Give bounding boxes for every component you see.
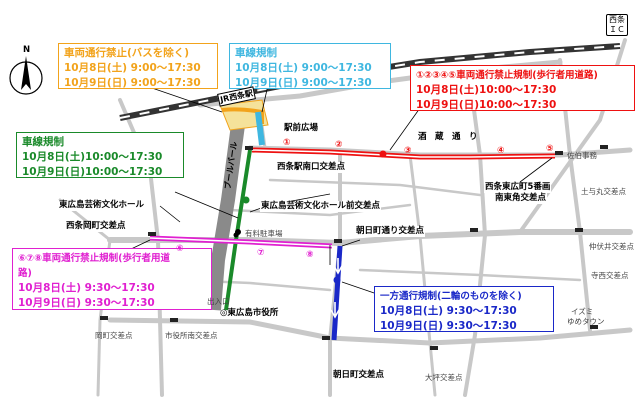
- railway-line-dash: [119, 45, 621, 119]
- segment-1: ①: [283, 138, 291, 148]
- road-misc-3: [358, 268, 582, 282]
- red-dot: [379, 150, 387, 158]
- segment-5: ⑤: [546, 144, 554, 154]
- blue-line2: 10月9日(日) 9:30～17:30: [380, 320, 517, 332]
- ekimae-label: 駅前広場: [283, 123, 320, 134]
- magenta-line2: 10月9日(日) 9:30～17:30: [18, 297, 155, 309]
- segment-8: ⑧: [306, 250, 314, 260]
- asahi-kita-label: 朝日町通り交差点: [355, 226, 426, 237]
- info-box-cyan: 車線規制 10月8日(土) 9:00～17:30 10月9日(日) 9:00～1…: [229, 43, 391, 89]
- green-title: 車線規制: [22, 136, 64, 148]
- bunka-hall-mae-label: 東広島芸術文化ホール前交差点: [260, 201, 382, 212]
- segment-7: ⑦: [257, 248, 265, 258]
- minamiguchi-label: 西条駅南口交差点: [276, 162, 347, 173]
- info-box-red: ①②③④⑤車両通行禁止規制(歩行者用道路) 10月8日(土)10:00～17:3…: [410, 65, 635, 111]
- blue-arrow-1: [333, 258, 343, 275]
- saijo-higashi-label-2: 南東角交差点: [494, 193, 548, 204]
- magenta-route-inner: [149, 237, 333, 247]
- red-title: ①②③④⑤車両通行禁止規制(歩行者用道路): [416, 70, 598, 81]
- info-box-orange: 車両通行禁止(バスを除く) 10月8日(土) 9:00～17:30 10月9日(…: [58, 43, 218, 89]
- asahi-label: 朝日町交差点: [332, 370, 386, 381]
- okamachi-south-label: 岡町交差点: [95, 331, 133, 340]
- green-line2: 10月9日(日)10:00～17:30: [22, 166, 163, 178]
- magenta-line1: 10月8日(土) 9:30～17:30: [18, 282, 155, 294]
- boulevard-road: [207, 109, 247, 311]
- dojima-label: 土与丸交差点: [581, 187, 626, 196]
- izumi-label-1: イズミ: [571, 307, 594, 316]
- orange-title: 車両通行禁止(バスを除く): [64, 47, 190, 59]
- green-dot: [242, 196, 250, 204]
- ohira-label: 大坪交差点: [425, 373, 463, 382]
- red-line1: 10月8日(土)10:00～17:30: [416, 84, 557, 96]
- road-east-1: [463, 78, 488, 397]
- blue-route: [331, 245, 343, 341]
- road-mid-2: [408, 153, 437, 397]
- green-line1: 10月8日(土)10:00～17:30: [22, 151, 163, 163]
- sakagura-label: 酒 蔵 通 り: [418, 132, 478, 142]
- orange-line2: 10月9日(日) 9:00～17:30: [64, 77, 201, 89]
- info-box-blue: 一方通行規制(二輪のものを除く) 10月8日(土) 9:30～17:30 10月…: [374, 286, 554, 332]
- cyan-route: [255, 111, 265, 146]
- compass-icon: [9, 56, 43, 95]
- cyan-line2: 10月9日(日) 9:00～17:30: [235, 77, 372, 89]
- kamo-kita-label: 寺西交差点: [591, 271, 629, 280]
- orange-line1: 10月8日(土) 9:00～17:30: [64, 62, 201, 74]
- compass-label: N: [23, 45, 31, 55]
- orange-route: [221, 107, 264, 124]
- city-hall-label: ◎東広島市役所: [220, 308, 279, 318]
- yuryo-label: 有料駐車場: [245, 229, 283, 238]
- okamachi-label: 西条岡町交差点: [65, 221, 127, 232]
- red-line2: 10月9日(日)10:00～17:30: [416, 99, 557, 111]
- signal-markers: [100, 145, 608, 350]
- segment-6: ⑥: [176, 244, 184, 254]
- entrance-label: 出入口: [207, 297, 230, 306]
- magenta-title: ⑥⑦⑧車両通行禁止規制(歩行者用道: [18, 253, 170, 264]
- saijo-ic-label: 西条 ＩＣ: [606, 14, 628, 36]
- bunka-hall-label: 東広島芸術文化ホール: [58, 200, 146, 211]
- red-route-inner: [251, 149, 556, 158]
- segment-3: ③: [404, 146, 412, 156]
- road-misc-1: [268, 178, 482, 197]
- saijo-ic-line1: 西条: [609, 15, 625, 24]
- info-box-green: 車線規制 10月8日(土)10:00～17:30 10月9日(日)10:00～1…: [16, 132, 184, 178]
- shiyakusho-south-label: 市役所南交差点: [165, 331, 218, 340]
- segment-2: ②: [335, 140, 343, 150]
- yuryo-dot: [233, 232, 239, 238]
- blue-arrow-2: [330, 302, 340, 319]
- segment-4: ④: [497, 146, 505, 156]
- cyan-line1: 10月8日(土) 9:00～17:30: [235, 62, 372, 74]
- blue-dot: [333, 276, 341, 284]
- magenta-title2: 路): [18, 268, 32, 279]
- izumi-label-2: ゆめタウン: [567, 317, 605, 326]
- road-south-ew: [107, 317, 633, 346]
- blue-title: 一方通行規制(二輪のものを除く): [380, 291, 522, 302]
- blue-line1: 10月8日(土) 9:30～17:30: [380, 305, 517, 317]
- sakagura-kita-label: 佐伯事務: [567, 151, 597, 160]
- nakafushi-label: 仲伏井交差点: [589, 242, 634, 251]
- saijo-ic-line2: ＩＣ: [609, 25, 625, 34]
- cyan-title: 車線規制: [235, 47, 277, 59]
- saijo-higashi-label-1: 西条東広町5番画: [484, 182, 552, 193]
- info-box-magenta: ⑥⑦⑧車両通行禁止規制(歩行者用道 路) 10月8日(土) 9:30～17:30…: [12, 248, 212, 310]
